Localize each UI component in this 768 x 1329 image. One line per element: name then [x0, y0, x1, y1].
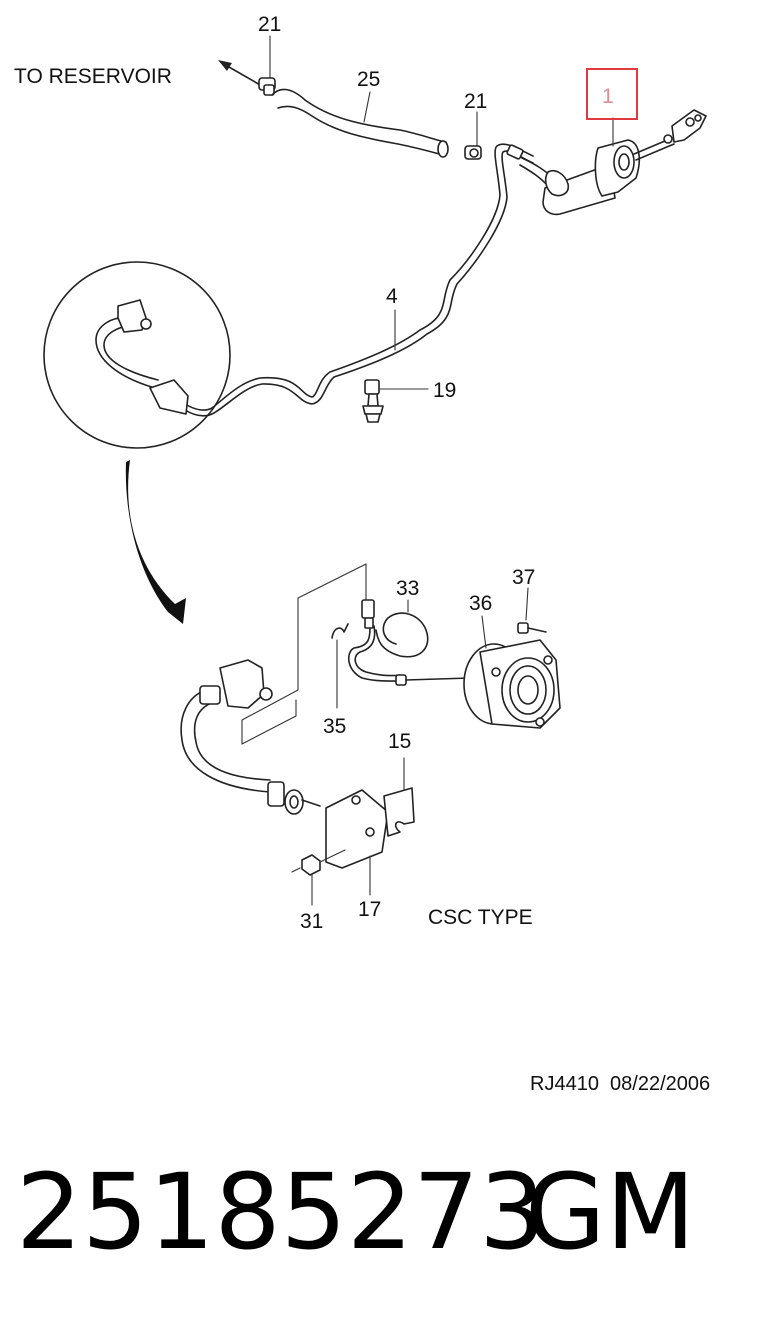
retaining-plate — [383, 757, 415, 837]
hose-bracket — [325, 789, 389, 869]
reference-code: RJ4410 08/22/2006 — [530, 1073, 710, 1095]
concentric-slave-cylinder — [463, 615, 561, 729]
csc-type-label: CSC TYPE — [428, 906, 533, 929]
callout-36: 36 — [469, 592, 492, 615]
reservoir-hose — [271, 88, 449, 158]
callout-25-leader — [363, 91, 371, 123]
detail-magnifier-circle — [43, 261, 231, 449]
callout-21-left: 21 — [258, 13, 281, 36]
mounting-bolt — [517, 587, 547, 634]
clutch-master-cylinder — [542, 109, 707, 216]
callout-4: 4 — [386, 285, 398, 308]
hose-clamp-21-left — [258, 35, 276, 96]
callout-33: 33 — [396, 577, 419, 600]
callout-15: 15 — [388, 730, 411, 753]
brand-name: GM — [525, 1151, 696, 1273]
flex-hose — [180, 659, 321, 815]
callout-37: 37 — [512, 566, 535, 589]
frame-outline — [241, 563, 367, 745]
clutch-pipe — [184, 143, 534, 417]
callout-17: 17 — [358, 898, 381, 921]
callout-31: 31 — [300, 910, 323, 933]
reservoir-arrow — [218, 60, 263, 87]
retaining-clip — [331, 623, 349, 709]
part-number: 25185273 — [16, 1151, 546, 1273]
to-reservoir-label: TO RESERVOIR — [14, 65, 172, 88]
frame-outline-b — [241, 699, 297, 745]
callout-19: 19 — [433, 379, 456, 402]
pipe-clip — [362, 379, 384, 423]
highlight-box — [586, 68, 638, 120]
callout-35: 35 — [323, 715, 346, 738]
callout-21-mid: 21 — [464, 90, 487, 113]
csc-pipe — [347, 599, 471, 686]
hose-clamp-21-mid — [464, 111, 482, 160]
callout-1: 1 — [602, 85, 614, 108]
callout-25: 25 — [357, 68, 380, 91]
detail-arrow — [125, 460, 186, 624]
bracket-nut — [291, 849, 346, 906]
